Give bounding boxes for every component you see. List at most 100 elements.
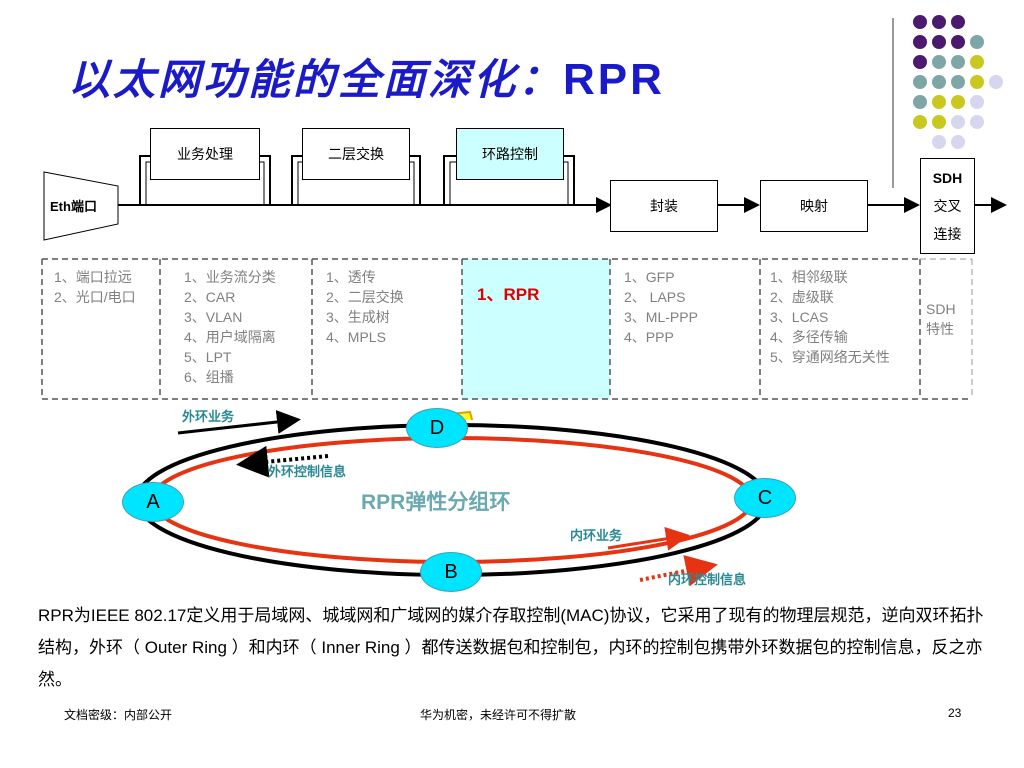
inner-service-label: 内环业务 bbox=[570, 528, 623, 543]
feature-col-l2: 1、透传 2、二层交换 3、生成树 4、MPLS bbox=[312, 259, 462, 399]
mapping-box: 映射 bbox=[760, 180, 868, 232]
ring-node-d: D bbox=[406, 408, 468, 448]
feature-item: 4、多径传输 bbox=[770, 329, 848, 345]
footer-classification: 文档密级：内部公开 bbox=[64, 708, 173, 722]
bypass-l2 bbox=[291, 155, 421, 205]
node-b-label: B bbox=[444, 560, 458, 583]
feature-item: 1、相邻级联 bbox=[770, 269, 848, 285]
service-processing-box: 业务处理 bbox=[150, 128, 260, 180]
decorative-dot bbox=[951, 75, 965, 89]
ring-node-c: C bbox=[734, 478, 796, 518]
decorative-dot bbox=[970, 115, 984, 129]
node-d-label: D bbox=[429, 416, 445, 439]
rpr-description: RPR为IEEE 802.17定义用于局域网、城域网和广域网的媒介存取控制(MA… bbox=[38, 606, 984, 689]
decorative-dot bbox=[970, 75, 984, 89]
decorative-dot bbox=[932, 75, 946, 89]
feature-item: 6、组播 bbox=[184, 369, 234, 385]
pipeline-diagram bbox=[43, 155, 1007, 241]
feature-item: 4、MPLS bbox=[326, 329, 386, 345]
title-suffix: RPR bbox=[563, 55, 665, 104]
decorative-dot-grid bbox=[913, 15, 1003, 149]
decorative-dot bbox=[932, 15, 946, 29]
feature-item: 3、ML-PPP bbox=[624, 309, 698, 325]
decorative-dot bbox=[970, 35, 984, 49]
decorative-dot bbox=[932, 55, 946, 69]
feature-col-service: 1、业务流分类 2、CAR 3、VLAN 4、用户域隔离 5、LPT 6、组播 bbox=[160, 259, 312, 399]
ring-node-b: B bbox=[420, 552, 482, 592]
decorative-dot bbox=[932, 135, 946, 149]
ring-control-box: 环路控制 bbox=[456, 128, 564, 180]
feature-item: 4、用户域隔离 bbox=[184, 329, 276, 345]
decorative-dot bbox=[913, 75, 927, 89]
feature-item: 4、PPP bbox=[624, 329, 674, 345]
decorative-dot bbox=[989, 75, 1003, 89]
bypass-l2-inner bbox=[297, 161, 415, 205]
decorative-divider bbox=[892, 18, 894, 188]
footer-confidential: 华为机密，未经许可不得扩散 bbox=[420, 708, 577, 722]
decorative-dot bbox=[951, 135, 965, 149]
outer-ctrl-label: 外环控制信息 bbox=[268, 464, 347, 479]
node-c-label: C bbox=[757, 486, 773, 509]
ring-title: RPR弹性分组环 bbox=[361, 491, 511, 514]
outer-service-label: 外环业务 bbox=[182, 409, 235, 424]
bypass-ring-inner bbox=[449, 161, 569, 205]
decorative-dot bbox=[951, 95, 965, 109]
inner-service-arrow bbox=[607, 526, 690, 551]
decorative-dot bbox=[913, 35, 927, 49]
decorative-dot bbox=[951, 15, 965, 29]
decorative-dot bbox=[932, 35, 946, 49]
feature-item: 3、生成树 bbox=[326, 309, 390, 325]
eth-port-label: Eth端口 bbox=[50, 199, 97, 214]
layer2-switch-label: 二层交换 bbox=[328, 146, 384, 162]
inner-ctrl-label: 内环控制信息 bbox=[668, 572, 747, 587]
decorative-dot bbox=[951, 55, 965, 69]
decorative-dot bbox=[951, 35, 965, 49]
decorative-dot bbox=[970, 95, 984, 109]
feature-item: 2、 LAPS bbox=[624, 289, 686, 305]
decorative-dot bbox=[932, 95, 946, 109]
feature-item: 2、二层交换 bbox=[326, 289, 404, 305]
mapping-label: 映射 bbox=[800, 198, 828, 214]
rpr-feature-label: 1、RPR bbox=[477, 285, 540, 304]
footer-page-number: 23 bbox=[948, 706, 962, 720]
sdh-line2: 交叉 bbox=[933, 198, 962, 214]
page-title: 以太网功能的全面深化：RPR bbox=[68, 46, 665, 107]
decorative-dot bbox=[913, 15, 927, 29]
service-processing-label: 业务处理 bbox=[177, 146, 233, 162]
ring-node-a: A bbox=[122, 482, 184, 522]
sdh-cross-connect-box: SDH 交叉 连接 bbox=[920, 158, 975, 254]
eth-port-shape bbox=[43, 171, 119, 241]
feature-col-ring bbox=[462, 259, 610, 399]
bypass-service-inner bbox=[145, 161, 265, 205]
node-a-label: A bbox=[146, 490, 160, 513]
feature-item: 2、光口/电口 bbox=[54, 289, 136, 305]
outer-service-arrow bbox=[177, 410, 301, 435]
ring-control-label: 环路控制 bbox=[482, 146, 538, 162]
decorative-dot bbox=[913, 55, 927, 69]
title-main: 以太网功能的全面深化： bbox=[68, 55, 564, 104]
feature-item: 2、虚级联 bbox=[770, 289, 834, 305]
sdh-line1: SDH bbox=[932, 170, 963, 186]
feature-item: 2、CAR bbox=[184, 289, 236, 305]
bypass-ring bbox=[443, 155, 575, 205]
encapsulation-box: 封装 bbox=[610, 180, 718, 232]
feature-item: 5、LPT bbox=[184, 349, 232, 365]
feature-item: 1、透传 bbox=[326, 269, 376, 285]
feature-item: 3、VLAN bbox=[184, 309, 243, 325]
outer-ctrl-arrow bbox=[236, 445, 329, 478]
decorative-dot bbox=[951, 115, 965, 129]
encapsulation-label: 封装 bbox=[650, 198, 678, 214]
layer2-switch-box: 二层交换 bbox=[302, 128, 410, 180]
feature-item: 特性 bbox=[926, 321, 954, 337]
bypass-service bbox=[139, 155, 271, 205]
feature-item: 1、业务流分类 bbox=[184, 269, 276, 285]
feature-col-port: 1、端口拉远 2、光口/电口 bbox=[42, 259, 160, 399]
feature-item: 1、端口拉远 bbox=[54, 269, 132, 285]
feature-item: 3、LCAS bbox=[770, 309, 829, 325]
decorative-dot bbox=[932, 115, 946, 129]
decorative-dot bbox=[913, 95, 927, 109]
decorative-dot bbox=[913, 115, 927, 129]
